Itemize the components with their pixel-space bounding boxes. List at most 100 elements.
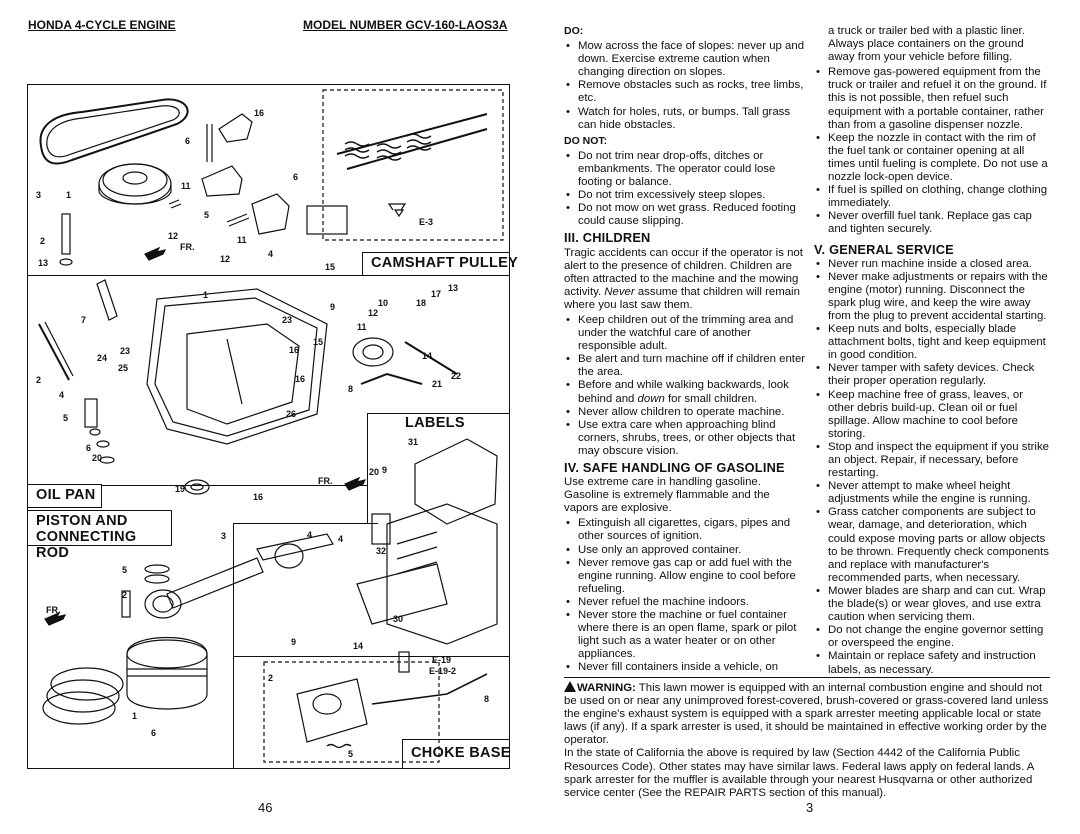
gasoline-item: If fuel is spilled on clothing, change c… [814, 184, 1052, 210]
do-list: Mow across the face of slopes: never up … [564, 40, 806, 132]
warning-box: WARNING: This lawn mower is equipped wit… [564, 677, 1050, 800]
divider-labels-v [367, 413, 368, 523]
section-choke-base: CHOKE BASE [402, 739, 510, 769]
callout-6c: 6 [86, 443, 92, 453]
callout-32: 32 [376, 546, 387, 556]
callout-1b: 1 [203, 290, 209, 300]
callout-1c: 1 [132, 711, 138, 721]
callout-15: 15 [325, 262, 336, 272]
divider-oilpan [27, 485, 367, 486]
gasoline-list: Extinguish all cigarettes, cigars, pipes… [564, 517, 806, 674]
children-item: Before and while walking backwards, look… [564, 379, 806, 405]
gasoline-list-cont: Remove gas-powered equipment from the tr… [814, 66, 1052, 236]
callout-2c: 2 [122, 590, 128, 600]
callout-4b: 4 [59, 390, 65, 400]
callout-3b: 3 [221, 531, 227, 541]
gasoline-item: Keep the nozzle in contact with the rim … [814, 132, 1052, 184]
callout-10: 10 [378, 298, 389, 308]
column-right-text: a truck or trailer bed with a plastic li… [814, 25, 1052, 677]
children-item: Use extra care when approaching blind co… [564, 419, 806, 458]
donot-item: Do not mow on wet grass. Reduced footing… [564, 202, 806, 228]
warning-label: WARNING: [577, 682, 636, 694]
service-item: Mower blades are sharp and can cut. Wrap… [814, 585, 1052, 624]
service-item: Stop and inspect the equipment if you st… [814, 441, 1052, 480]
parts-illustration [38, 89, 504, 763]
warning-text: This lawn mower is equipped with an inte… [564, 682, 1049, 747]
callout-22: 22 [451, 371, 462, 381]
service-list: Never run machine inside a closed area. … [814, 258, 1052, 677]
callout-14b: 14 [353, 641, 364, 651]
service-heading: V. GENERAL SERVICE [814, 241, 954, 257]
callout-7: 7 [81, 315, 87, 325]
callout-23: 23 [282, 315, 293, 325]
header-engine: HONDA 4-CYCLE ENGINE [28, 18, 176, 32]
gasoline-item: Never refuel the machine indoors. [564, 596, 806, 609]
callout-8: 8 [348, 384, 354, 394]
service-item: Never make adjustments or repairs with t… [814, 271, 1052, 323]
children-intro: Tragic accidents can occur if the operat… [564, 246, 803, 311]
gasoline-intro: Use extreme care in handling gasoline. G… [564, 476, 770, 515]
gasoline-item: Never fill containers inside a vehicle, … [564, 661, 806, 674]
callout-16b: 16 [289, 345, 300, 355]
callout-16: 16 [254, 108, 265, 118]
callout-20b: 20 [369, 467, 380, 477]
service-item: Maintain or replace safety and instructi… [814, 650, 1052, 676]
gasoline-item: Never remove gas cap or add fuel with th… [564, 557, 806, 596]
section-camshaft-pulley: CAMSHAFT PULLEY [362, 252, 518, 276]
page-number-left: 46 [258, 800, 273, 815]
section-piston-connecting-rod: PISTON AND CONNECTING ROD [27, 510, 172, 561]
service-item: Never run machine inside a closed area. [814, 258, 1052, 271]
warning-paragraph-2: In the state of California the above is … [564, 747, 1034, 799]
callout-11b: 11 [237, 235, 247, 245]
callout-16d: 16 [253, 492, 264, 502]
callout-4: 4 [268, 249, 274, 259]
callout-23b: 23 [120, 346, 131, 356]
callout-9c: 9 [291, 637, 297, 647]
gasoline-item: Remove gas-powered equipment from the tr… [814, 66, 1052, 131]
service-item: Do not change the engine governor settin… [814, 624, 1052, 650]
donot-item: Do not trim near drop-offs, ditches or e… [564, 150, 806, 189]
gasoline-item: Never overfill fuel tank. Replace gas ca… [814, 210, 1052, 236]
callout-5: 5 [204, 210, 210, 220]
callout-9: 9 [330, 302, 336, 312]
warning-paragraph: WARNING: This lawn mower is equipped wit… [564, 681, 1050, 747]
divider-piston-h [233, 523, 378, 524]
service-item: Keep machine free of grass, leaves, or o… [814, 389, 1052, 441]
divider-piston-v [233, 523, 234, 656]
callout-fr-labels: FR. [318, 476, 333, 486]
callout-8b: 8 [484, 694, 490, 704]
divider-camshaft [27, 275, 367, 276]
section-labels: LABELS [405, 415, 465, 432]
children-list: Keep children out of the trimming area a… [564, 314, 806, 458]
section-oil-pan: OIL PAN [27, 484, 102, 508]
children-item: Keep children out of the trimming area a… [564, 314, 806, 353]
service-item: Grass catcher components are subject to … [814, 506, 1052, 585]
divider-choke-v [233, 656, 234, 769]
callout-25: 25 [118, 363, 129, 373]
gasoline-item: Use only an approved container. [564, 544, 806, 557]
callout-2b: 2 [36, 375, 42, 385]
service-item: Keep nuts and bolts, especially blade at… [814, 323, 1052, 362]
children-item: Be alert and turn machine off if childre… [564, 353, 806, 379]
header-model-number: MODEL NUMBER GCV-160-LAOS3A [303, 18, 508, 32]
divider-labels-h [367, 413, 510, 414]
callout-11: 11 [181, 181, 191, 191]
callout-30: 30 [393, 614, 404, 624]
callout-e3: E-3 [419, 217, 434, 227]
donot-list: Do not trim near drop-offs, ditches or e… [564, 150, 806, 229]
callout-5b: 5 [63, 413, 69, 423]
gasoline-item: Never store the machine or fuel containe… [564, 609, 806, 661]
callout-e19: E-19 [432, 655, 452, 665]
column-left-text: DO: Mow across the face of slopes: never… [564, 25, 806, 675]
callout-fr: FR. [180, 242, 195, 252]
callout-26: 26 [286, 409, 297, 419]
callout-31: 31 [408, 437, 419, 447]
callout-2d: 2 [268, 673, 274, 683]
callout-15b: 15 [313, 337, 324, 347]
callout-21: 21 [432, 379, 443, 389]
callout-3: 3 [36, 190, 42, 200]
gasoline-continuation: a truck or trailer bed with a plastic li… [828, 25, 1025, 64]
do-item: Watch for holes, ruts, or bumps. Tall gr… [564, 106, 806, 132]
children-heading: III. CHILDREN [564, 230, 651, 246]
callout-16c: 16 [295, 374, 306, 384]
